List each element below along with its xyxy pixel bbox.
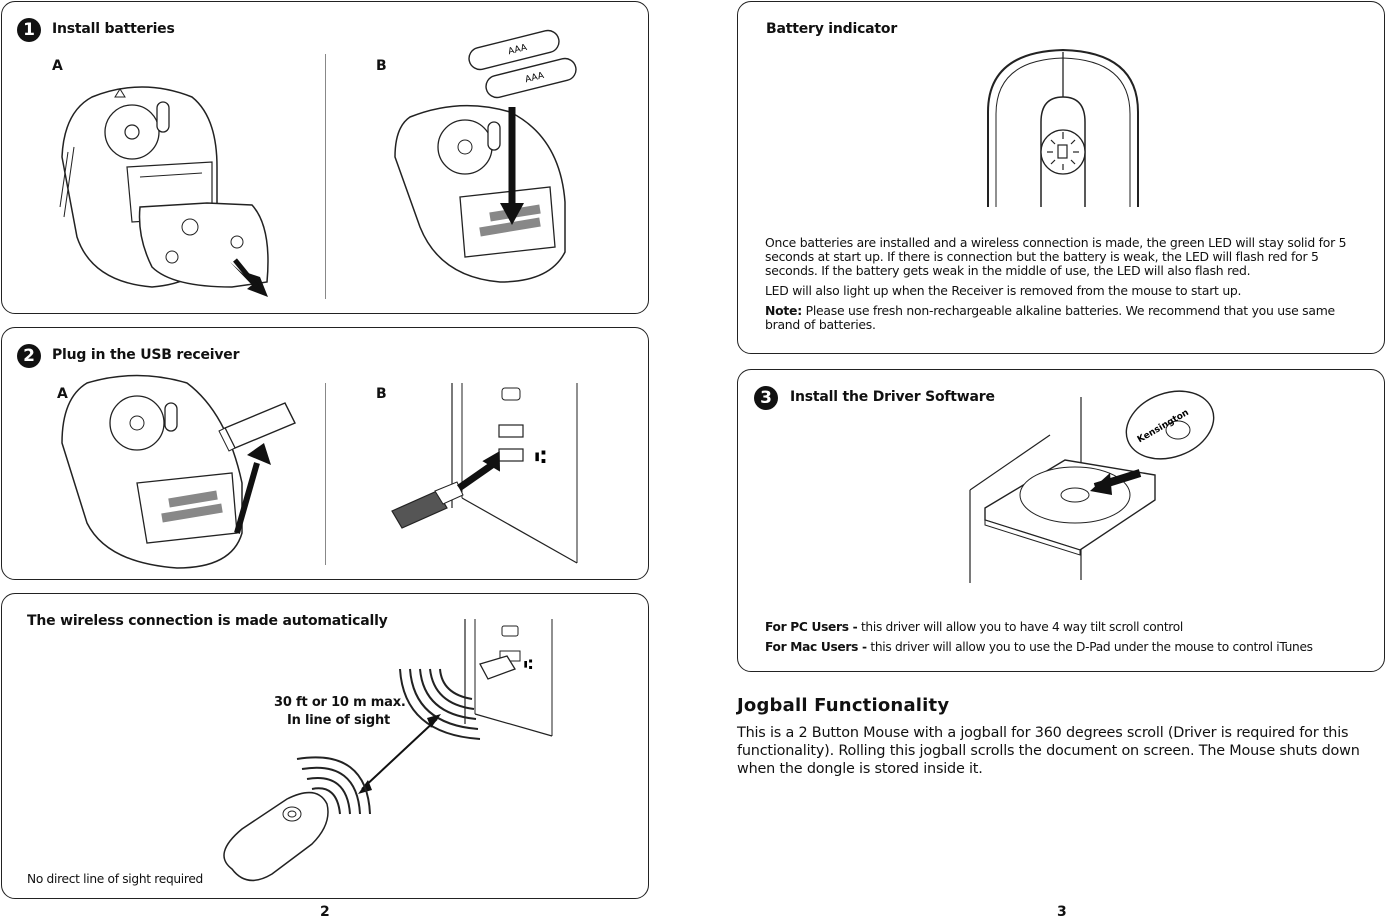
step-title: Install the Driver Software [790, 389, 995, 405]
wireless-connection-panel: The wireless connection is made automati… [1, 593, 649, 899]
jogball-description: This is a 2 Button Mouse with a jogball … [737, 725, 1360, 777]
computer-usb-port-illustration: ⑆ [391, 383, 578, 564]
step-title: Install batteries [52, 21, 175, 37]
cd-drive-illustration: Kensington [969, 390, 1215, 583]
note-text: Please use fresh non-rechargeable alkali… [765, 303, 1335, 332]
cd-disc-icon: Kensington [1125, 390, 1215, 460]
driver-software-panel: 3 Install the Driver Software Kensington… [737, 369, 1385, 672]
divider [325, 54, 326, 299]
sub-label-b: B [376, 58, 387, 74]
step-number-badge: 3 [754, 386, 778, 410]
signal-waves-icon [296, 756, 371, 815]
wireless-range-illustration: ⑆ [223, 619, 553, 882]
mac-users-label: For Mac Users - [765, 640, 867, 654]
usb-receiver-dongle [218, 402, 296, 452]
mouse-led-illustration [987, 48, 1139, 207]
install-batteries-panel: 1 Install batteries A B AAA AAA [1, 1, 649, 314]
mouse-cover-removal-illustration [59, 86, 269, 297]
usb-receiver-dongle [391, 481, 464, 529]
battery-indicator-description: Once batteries are installed and a wirel… [765, 236, 1357, 338]
pc-users-label: For PC Users - [765, 620, 858, 634]
aaa-battery: AAA [468, 29, 560, 71]
page-number-right: 3 [1057, 904, 1067, 920]
sub-label-b: B [376, 386, 387, 402]
wireless-title: The wireless connection is made automati… [27, 613, 388, 629]
battery-indicator-panel: Battery indicator Once batteries are ins… [737, 1, 1385, 354]
svg-text:AAA: AAA [507, 43, 529, 57]
svg-text:AAA: AAA [524, 71, 546, 85]
range-label-line2: In line of sight [287, 713, 391, 728]
aaa-battery: AAA [485, 57, 577, 99]
step-number-badge: 1 [17, 18, 41, 42]
sub-label-a: A [52, 58, 63, 74]
divider [325, 383, 326, 565]
svg-text:⑆: ⑆ [524, 657, 533, 673]
battery-note: Note: Please use fresh non-rechargeable … [765, 304, 1357, 332]
jogball-title: Jogball Functionality [737, 695, 950, 716]
mouse-insert-batteries-illustration: AAA AAA [394, 29, 577, 283]
range-label-line1: 30 ft or 10 m max. [274, 695, 406, 710]
note-label: Note: [765, 303, 802, 318]
wireless-mouse-illustration [223, 791, 329, 882]
mac-users-text: this driver will allow you to use the D-… [866, 640, 1313, 654]
step-number-badge: 2 [17, 344, 41, 368]
mac-users-line: For Mac Users - this driver will allow y… [765, 640, 1313, 654]
page-number-left: 2 [320, 904, 330, 920]
usb-receiver-panel: 2 Plug in the USB receiver A B ⑆ [1, 327, 649, 580]
battery-paragraph-2: LED will also light up when the Receiver… [765, 283, 1242, 298]
pc-users-text: this driver will allow you to have 4 way… [857, 620, 1183, 634]
pc-users-line: For PC Users - this driver will allow yo… [765, 620, 1183, 634]
step-title: Plug in the USB receiver [52, 347, 240, 363]
sub-label-a: A [57, 386, 68, 402]
signal-waves-icon [399, 668, 481, 740]
usb-icon: ⑆ [535, 447, 546, 468]
battery-paragraph-1: Once batteries are installed and a wirel… [765, 235, 1347, 278]
battery-led-icon [1047, 132, 1079, 170]
battery-indicator-title: Battery indicator [766, 21, 898, 37]
no-line-of-sight-note: No direct line of sight required [27, 872, 203, 886]
mouse-remove-receiver-illustration [61, 374, 296, 569]
